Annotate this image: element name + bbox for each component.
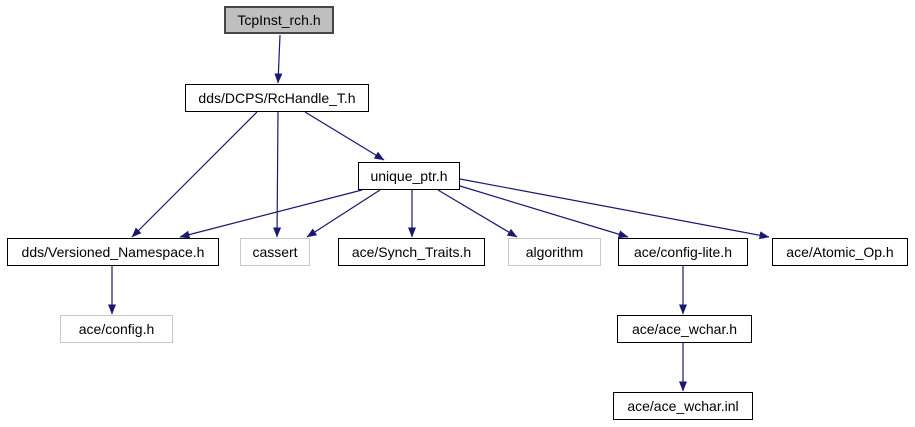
- node-dds-dcps-rchandle-t-h[interactable]: dds/DCPS/RcHandle_T.h: [185, 84, 369, 112]
- node-unique-ptr-h[interactable]: unique_ptr.h: [358, 162, 460, 190]
- node-algorithm: algorithm: [508, 238, 601, 266]
- node-ace-atomic-op-h[interactable]: ace/Atomic_Op.h: [772, 238, 908, 266]
- node-ace-ace-wchar-h[interactable]: ace/ace_wchar.h: [617, 315, 752, 343]
- node-tcpinst-rch-h: TcpInst_rch.h: [224, 6, 334, 34]
- node-ace-ace-wchar-inl[interactable]: ace/ace_wchar.inl: [613, 392, 753, 420]
- node-cassert: cassert: [240, 238, 310, 266]
- node-dds-versioned-namespace-h[interactable]: dds/Versioned_Namespace.h: [7, 238, 219, 266]
- node-ace-synch-traits-h[interactable]: ace/Synch_Traits.h: [338, 238, 485, 266]
- node-ace-config-lite-h[interactable]: ace/config-lite.h: [618, 238, 748, 266]
- node-ace-config-h: ace/config.h: [60, 315, 173, 343]
